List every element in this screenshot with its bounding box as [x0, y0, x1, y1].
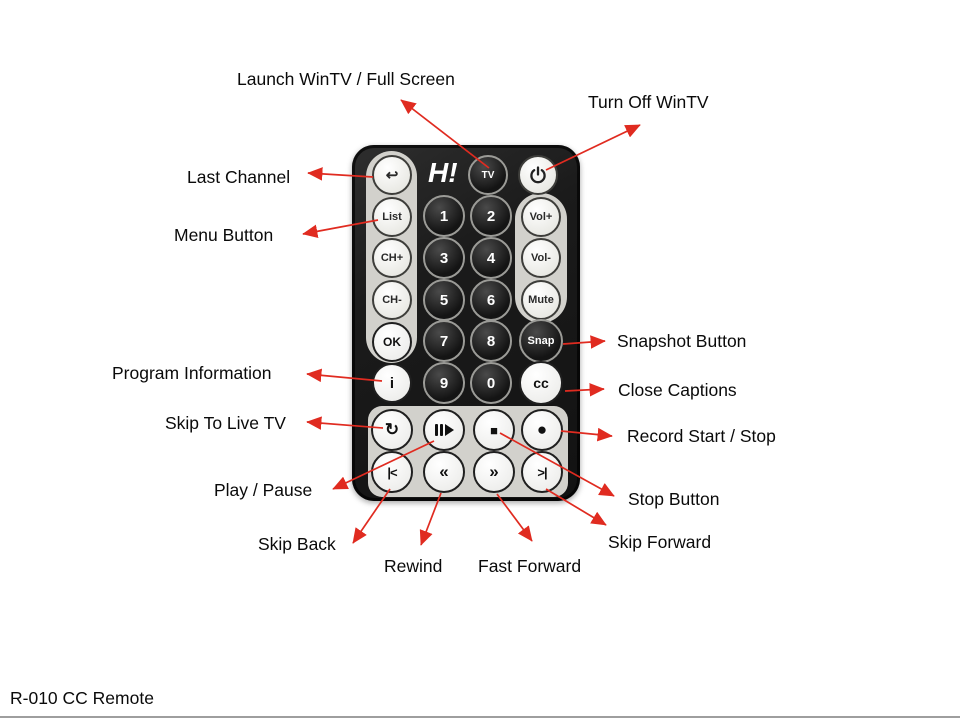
ok-button-label: OK: [383, 335, 401, 349]
closed-captions-button: cc: [519, 361, 563, 405]
digit-0-button: 0: [470, 362, 512, 404]
digit-8-button: 8: [470, 320, 512, 362]
brand-logo: H!: [428, 157, 458, 188]
channel-up-button: CH+: [372, 238, 412, 278]
arrow-fast-forward: [496, 493, 533, 542]
cc-button-label: cc: [533, 375, 549, 391]
ok-button: OK: [372, 322, 412, 362]
info-icon: i: [389, 374, 395, 392]
label-program-info: Program Information: [112, 363, 272, 383]
digit-7-label: 7: [439, 332, 449, 350]
digit-7-button: 7: [423, 320, 465, 362]
channel-down-label: CH-: [382, 294, 402, 306]
skip-to-live-icon: ↻: [384, 420, 400, 439]
stop-icon: ■: [490, 422, 498, 438]
play-pause-icon: [434, 424, 454, 436]
label-menu-button: Menu Button: [174, 225, 274, 245]
model-name: R-010 CC Remote: [10, 688, 154, 708]
snapshot-button: Snap: [519, 319, 563, 363]
tv-button: TV: [468, 155, 508, 195]
label-launch-wintv: Launch WinTV / Full Screen: [237, 69, 455, 89]
digit-6-button: 6: [470, 279, 512, 321]
digit-4-button: 4: [470, 237, 512, 279]
rewind-button: «: [423, 451, 465, 493]
channel-up-label: CH+: [380, 252, 404, 264]
digit-3-label: 3: [439, 249, 449, 267]
digit-5-button: 5: [423, 279, 465, 321]
volume-up-label: Vol+: [529, 211, 553, 223]
record-button: ●: [521, 409, 563, 451]
remote-control: H! ↩ TV List CH+ CH- OK i 1 2 3 4 5 6 7 …: [352, 145, 580, 501]
footer-divider: [0, 716, 960, 718]
volume-down-button: Vol-: [521, 238, 561, 278]
volume-up-button: Vol+: [521, 197, 561, 237]
snapshot-button-label: Snap: [527, 335, 555, 347]
label-close-captions: Close Captions: [618, 380, 737, 400]
digit-2-label: 2: [486, 207, 496, 225]
label-skip-back: Skip Back: [258, 534, 336, 554]
skip-back-icon: |<: [387, 464, 397, 480]
mute-button-label: Mute: [528, 294, 554, 306]
digit-1-button: 1: [423, 195, 465, 237]
fast-forward-icon: »: [489, 462, 499, 481]
label-skip-to-live: Skip To Live TV: [165, 413, 286, 433]
fast-forward-button: »: [473, 451, 515, 493]
list-button-label: List: [382, 211, 402, 223]
label-skip-forward: Skip Forward: [608, 532, 712, 552]
skip-forward-button: >|: [521, 451, 563, 493]
label-rewind: Rewind: [384, 556, 443, 576]
list-button: List: [372, 197, 412, 237]
digit-8-label: 8: [486, 332, 496, 350]
digit-2-button: 2: [470, 195, 512, 237]
label-play-pause: Play / Pause: [214, 480, 313, 500]
volume-down-label: Vol-: [531, 252, 551, 264]
last-channel-button: ↩: [372, 155, 412, 195]
label-last-channel: Last Channel: [187, 167, 291, 187]
play-pause-button: [423, 409, 465, 451]
digit-5-label: 5: [439, 291, 449, 309]
label-snapshot: Snapshot Button: [617, 331, 747, 351]
power-icon: [530, 166, 546, 184]
label-turn-off-wintv: Turn Off WinTV: [588, 92, 709, 112]
digit-9-label: 9: [439, 374, 449, 392]
skip-forward-icon: >|: [537, 464, 547, 480]
record-icon: ●: [536, 420, 548, 439]
last-channel-icon: ↩: [385, 167, 399, 184]
digit-9-button: 9: [423, 362, 465, 404]
tv-button-label: TV: [481, 169, 495, 181]
label-stop-button: Stop Button: [628, 489, 720, 509]
skip-to-live-button: ↻: [371, 409, 413, 451]
skip-back-button: |<: [371, 451, 413, 493]
info-button: i: [372, 363, 412, 403]
label-fast-forward: Fast Forward: [478, 556, 582, 576]
digit-0-label: 0: [486, 374, 496, 392]
digit-1-label: 1: [439, 207, 449, 225]
label-record: Record Start / Stop: [627, 426, 776, 446]
stop-button: ■: [473, 409, 515, 451]
digit-3-button: 3: [423, 237, 465, 279]
digit-6-label: 6: [486, 291, 496, 309]
rewind-icon: «: [439, 462, 449, 481]
power-button: [518, 155, 558, 195]
mute-button: Mute: [521, 280, 561, 320]
channel-down-button: CH-: [372, 280, 412, 320]
digit-4-label: 4: [486, 249, 496, 267]
